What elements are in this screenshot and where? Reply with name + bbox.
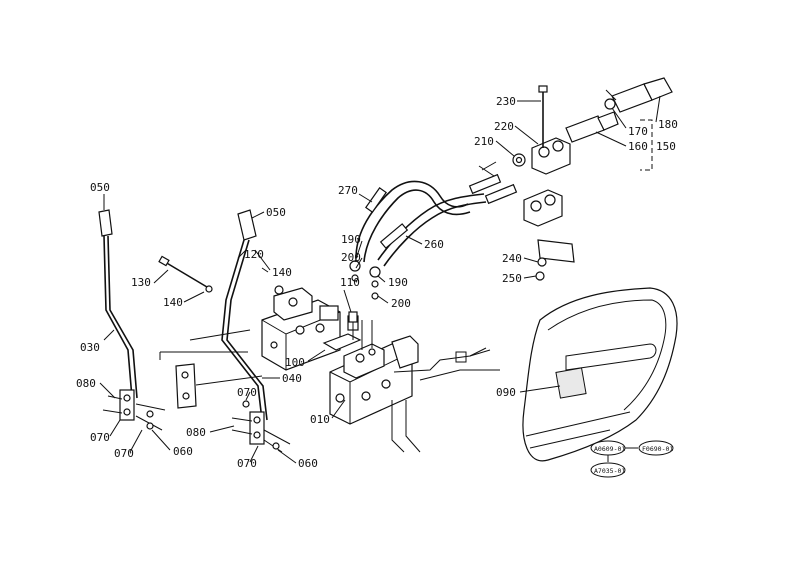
left-lever-assembly	[98, 209, 166, 431]
callout-260: 260	[424, 238, 444, 251]
cover-emblem	[555, 367, 587, 399]
reference-codes: A0609-01 F0690-01 A7035-01	[590, 440, 674, 478]
callout-070-left-b: 070	[114, 447, 134, 460]
group-bracket-150	[640, 119, 653, 171]
callout-160: 160	[628, 140, 648, 153]
callout-040: 040	[282, 372, 302, 385]
callout-080-left: 080	[76, 377, 96, 390]
callout-100: 100	[285, 356, 305, 369]
callout-240: 240	[502, 252, 522, 265]
callout-210: 210	[474, 135, 494, 148]
callout-140-lower: 140	[163, 296, 183, 309]
ref-code-a0609: A0609-01	[594, 445, 625, 453]
bracket-240	[537, 239, 575, 263]
left-lever-rod	[103, 235, 133, 399]
callout-070-left-a: 070	[90, 431, 110, 444]
bolt-110	[348, 311, 358, 340]
callout-150: 150	[656, 140, 676, 153]
callout-130: 130	[131, 276, 151, 289]
callout-120: 120	[244, 248, 264, 261]
callout-270: 270	[338, 184, 358, 197]
callout-070-middle-a: 070	[237, 386, 257, 399]
cover-panel-090	[522, 287, 678, 462]
callout-110: 110	[340, 276, 360, 289]
tractor-frame-outline	[391, 347, 500, 453]
callout-220: 220	[494, 120, 514, 133]
callout-030: 030	[80, 341, 100, 354]
left-lever-knob	[98, 209, 113, 237]
middle-lever-knob	[237, 209, 257, 241]
middle-lever-rod	[221, 239, 263, 421]
callout-170: 170	[628, 125, 648, 138]
nut-250	[535, 271, 545, 281]
coupler-bracket-lower	[523, 189, 563, 227]
long-bolt-130	[158, 255, 213, 293]
callout-050-middle: 050	[266, 206, 286, 219]
mounting-plate-left	[159, 329, 263, 409]
hydraulic-hoses	[355, 173, 518, 267]
callout-190-left: 190	[341, 233, 361, 246]
fittings-190-200	[349, 260, 381, 300]
callout-230: 230	[496, 95, 516, 108]
callout-050-left: 050	[90, 181, 110, 194]
o-ring-170	[604, 98, 616, 110]
callout-250: 250	[502, 272, 522, 285]
hose-270	[355, 180, 469, 259]
callout-labels: 050 050 120 130 140 140 110 030 100 040 …	[76, 95, 678, 470]
callout-080-middle: 080	[186, 426, 206, 439]
quick-coupler-assembly	[478, 77, 673, 281]
callout-190-right: 190	[388, 276, 408, 289]
callout-200-left: 200	[341, 251, 361, 264]
callout-010: 010	[310, 413, 330, 426]
ref-code-a7035: A7035-01	[594, 467, 625, 475]
callout-090: 090	[496, 386, 516, 399]
callout-060-middle: 060	[298, 457, 318, 470]
ref-code-f0690: F0690-01	[642, 445, 673, 453]
callout-060-left: 060	[173, 445, 193, 458]
callout-070-middle-b: 070	[237, 457, 257, 470]
callout-180: 180	[658, 118, 678, 131]
leader-lines	[99, 95, 661, 464]
callout-140-upper: 140	[272, 266, 292, 279]
callout-200-right: 200	[391, 297, 411, 310]
middle-lever-assembly	[221, 209, 291, 453]
